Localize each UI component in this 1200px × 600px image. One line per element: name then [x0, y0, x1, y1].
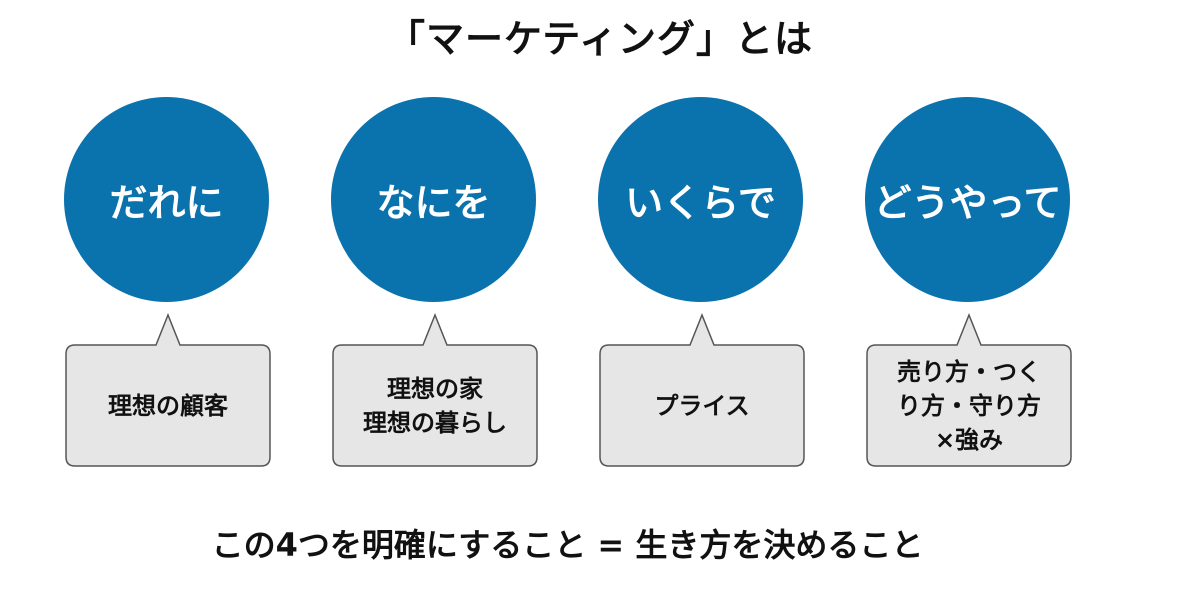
callout-douyatte: 売り方・つく り方・守り方 ×強み — [864, 313, 1074, 469]
speech-bubble-shape — [65, 313, 271, 467]
callout-line: 理想の顧客 — [108, 392, 228, 420]
callout-text: プライス — [597, 345, 807, 467]
circle-ikurade: いくらで — [598, 97, 803, 302]
callout-text: 理想の顧客 — [63, 345, 273, 467]
callout-text: 売り方・つく り方・守り方 ×強み — [864, 345, 1074, 467]
circle-naniwo: なにを — [331, 97, 536, 302]
page-title: 「マーケティング」とは — [387, 17, 813, 61]
speech-bubble-shape — [599, 313, 805, 467]
callout-text: 理想の家 理想の暮らし — [330, 345, 540, 467]
circle-douyatte: どうやって — [865, 97, 1070, 302]
callout-ikurade: プライス — [597, 313, 807, 469]
callout-dareni: 理想の顧客 — [63, 313, 273, 469]
circle-dareni: だれに — [64, 97, 269, 302]
callout-line: り方・守り方 — [897, 392, 1041, 420]
callout-line: 理想の家 — [387, 375, 483, 403]
callout-line: プライス — [654, 392, 750, 420]
summary-text: この4つを明確にすること = 生き方を決めること — [211, 526, 924, 564]
speech-bubble-shape — [866, 313, 1072, 467]
callout-line: 理想の暮らし — [363, 409, 507, 437]
callout-line: ×強み — [934, 426, 1004, 454]
callout-naniwo: 理想の家 理想の暮らし — [330, 313, 540, 469]
speech-bubble-shape — [332, 313, 538, 467]
callout-line: 売り方・つく — [897, 358, 1041, 386]
